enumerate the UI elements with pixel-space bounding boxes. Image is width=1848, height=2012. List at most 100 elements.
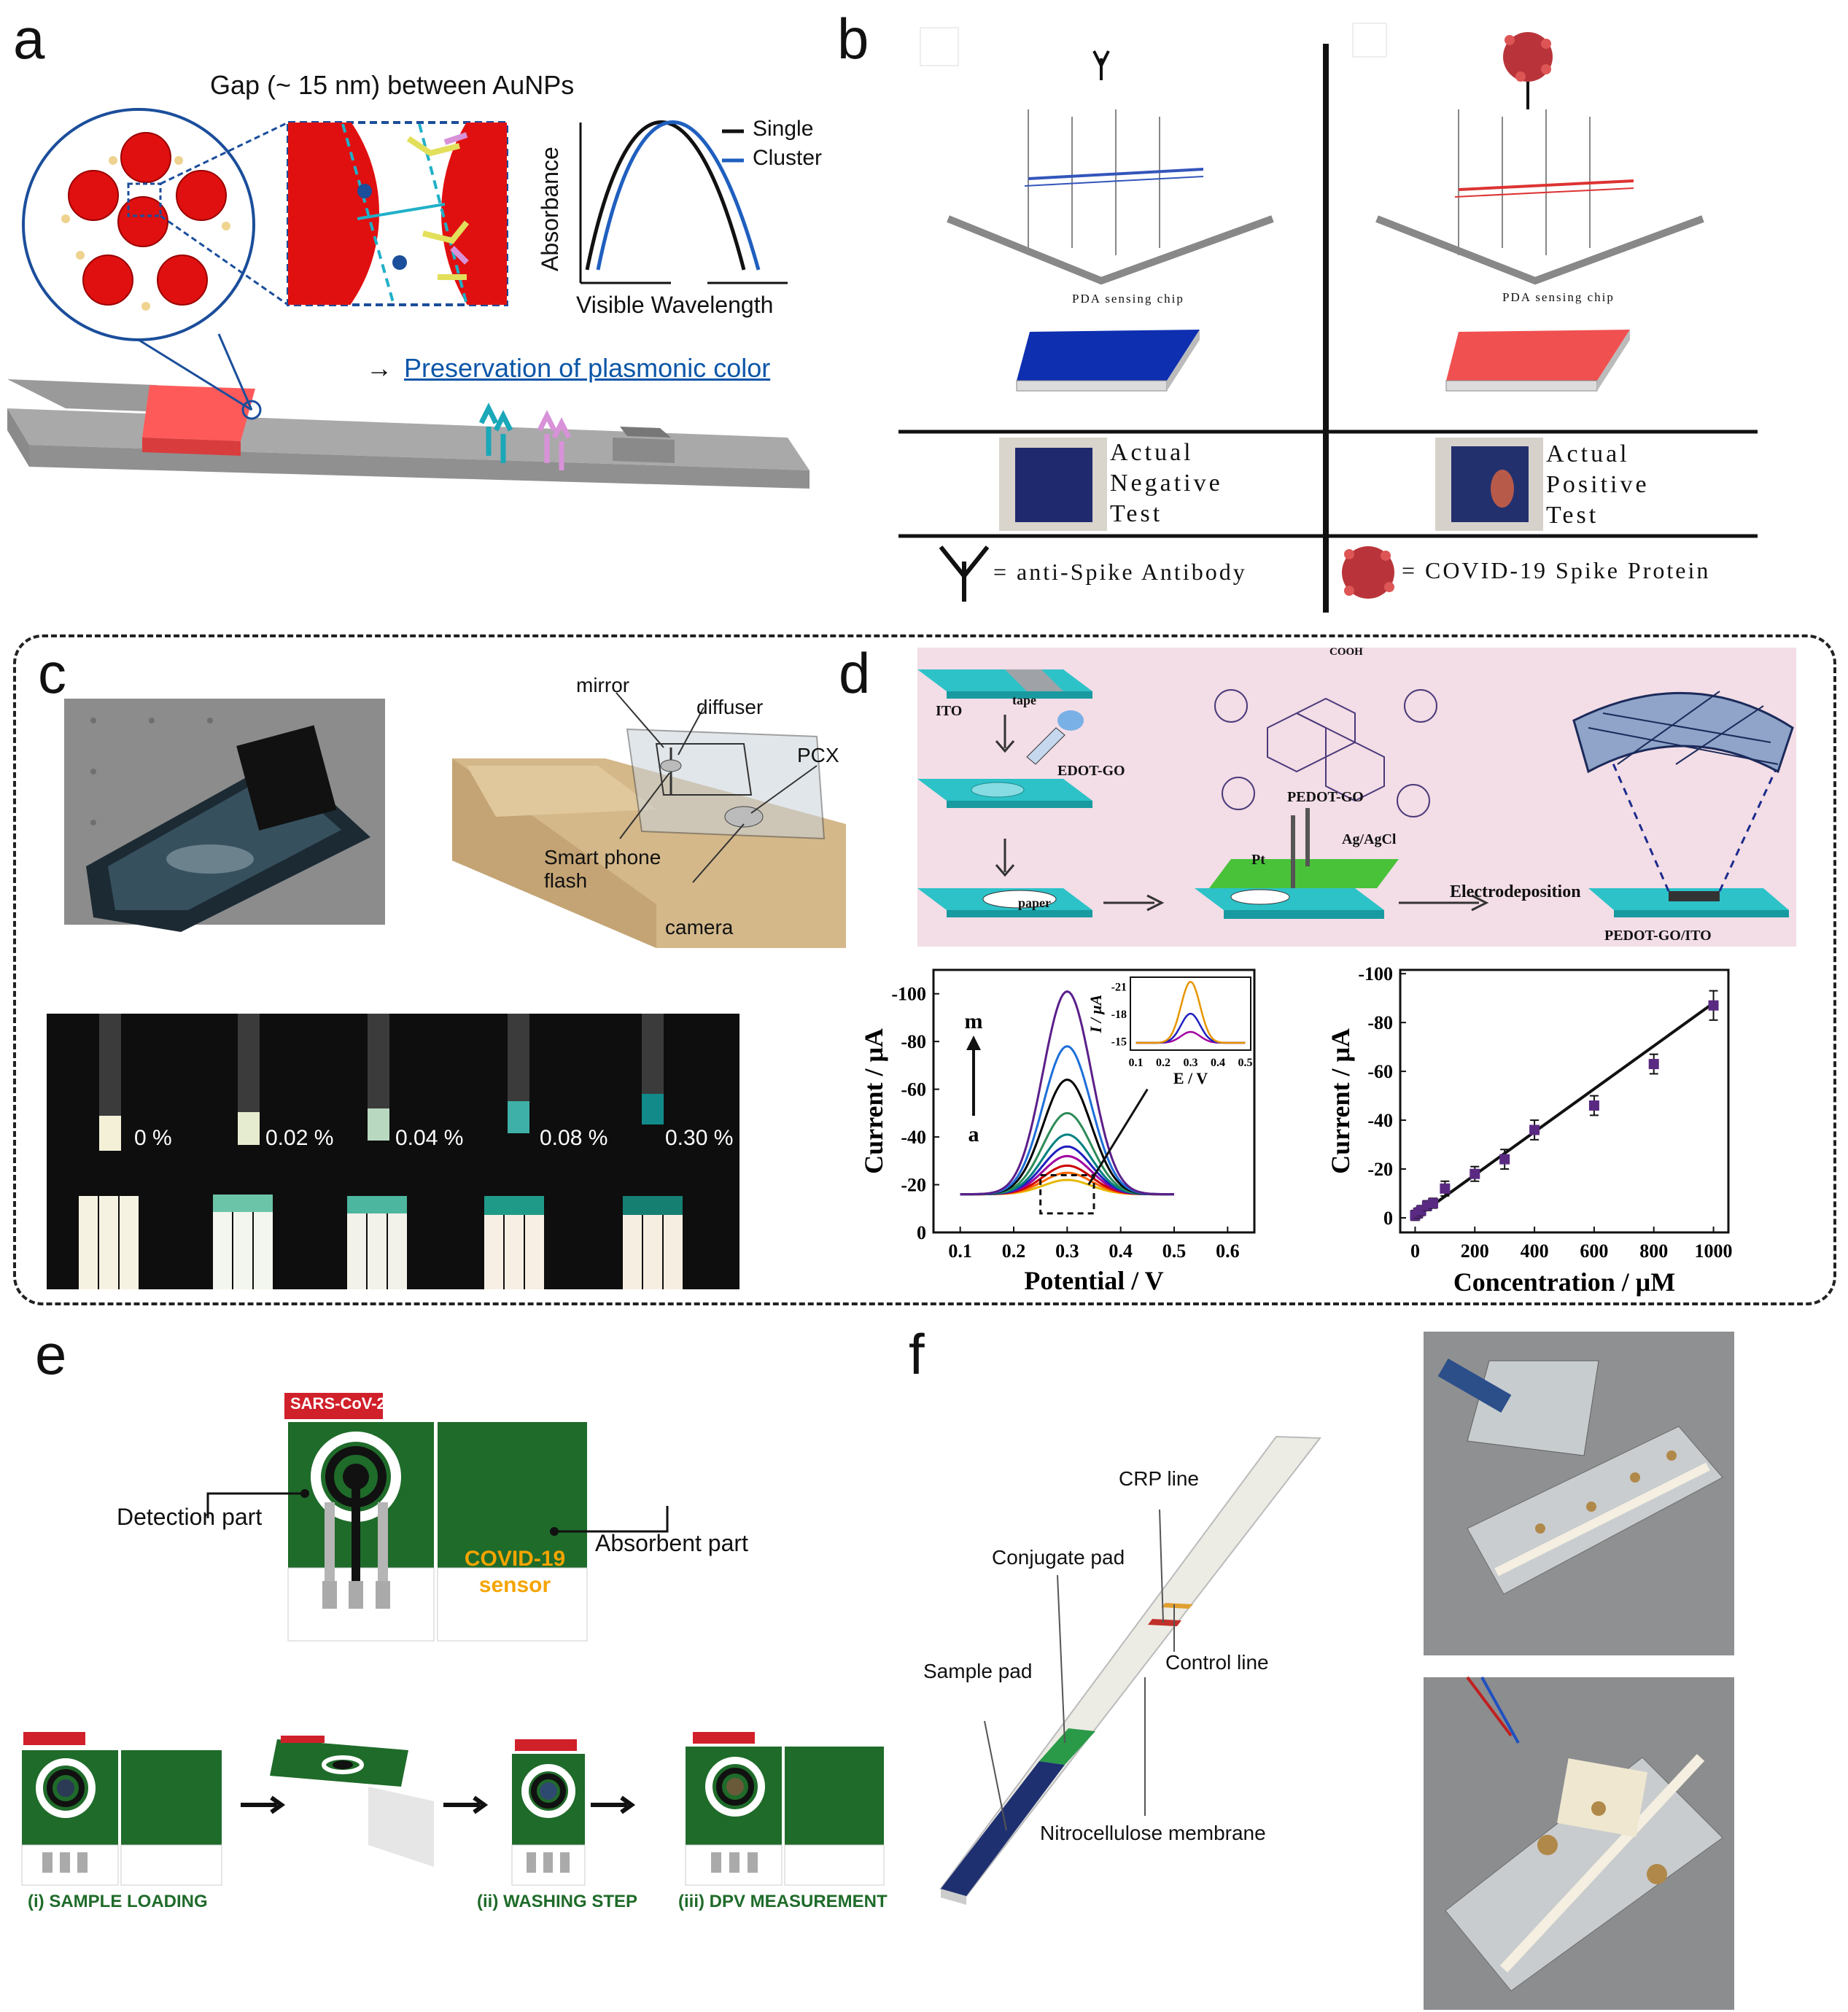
dpv-ytick-label: -80 [901, 1031, 926, 1052]
dpv-plot-frame [932, 968, 1256, 1234]
panel-letter-b: b [837, 7, 869, 71]
calibration-point [1428, 1197, 1438, 1208]
dpv-ytick-label: -20 [901, 1175, 926, 1196]
dpv-inset-ytick-label: -15 [1111, 1036, 1127, 1049]
dpv-series-4 [960, 1145, 1174, 1196]
smartphone-setup-photo [64, 699, 385, 932]
dpv-xtick-label: 0.4 [1109, 1240, 1133, 1262]
cooh-label: COOH [1329, 646, 1363, 658]
preservation-arrow: → [366, 353, 392, 383]
wavelength-axis-label: Visible Wavelength [576, 292, 774, 318]
legend-cluster: Cluster [753, 146, 823, 170]
legend-spike-protein: = COVID-19 Spike Protein [1402, 557, 1711, 583]
calibration-point [1648, 1059, 1659, 1070]
positive-test-line-1: Actual [1546, 440, 1630, 467]
calibration-ytick-label: -60 [1367, 1061, 1393, 1082]
calibration-point [1529, 1125, 1540, 1135]
dpv-label-a: a [968, 1122, 979, 1146]
diffuser-label: diffuser [696, 696, 764, 718]
dpv-ytick-label: -100 [891, 984, 926, 1005]
dpv-inset-ytick-label: -18 [1111, 1009, 1127, 1021]
positive-test-line-3: Test [1546, 502, 1599, 529]
calibration-plot-frame [1399, 968, 1730, 1234]
calibration-xtick-label: 400 [1521, 1240, 1549, 1262]
covid-sensor-text: COVID-19 sensor [464, 1546, 566, 1599]
pcx-label: PCX [797, 744, 839, 766]
percent-label-0: 0 % [134, 1126, 172, 1150]
positive-test-label: Actual Positive Test [1546, 439, 1650, 531]
edot-go-label: EDOT-GO [1057, 763, 1125, 779]
calibration-ylabel: Current / μA [1326, 1028, 1355, 1174]
negative-test-line-2: Negative [1110, 470, 1223, 497]
calibration-point [1588, 1100, 1599, 1111]
panel-letter-c: c [38, 641, 66, 705]
colorimetric-strips-photo [47, 1014, 739, 1289]
dpv-series-9 [960, 990, 1174, 1196]
mirror-label: mirror [576, 674, 630, 696]
crp-line-label: CRP line [1119, 1467, 1199, 1490]
legend-antibody: = anti-Spike Antibody [993, 559, 1247, 585]
dpv-xtick-label: 0.3 [1055, 1240, 1079, 1262]
calibration-point [1470, 1168, 1480, 1179]
calibration-xtick-label: 200 [1461, 1240, 1489, 1262]
calibration-xtick-label: 600 [1580, 1240, 1608, 1262]
positive-test-line-2: Positive [1546, 471, 1650, 498]
dpv-series-1 [960, 1171, 1174, 1196]
dpv-inset-series-2 [1135, 980, 1246, 1044]
sample-pad-label: Sample pad [923, 1660, 1033, 1682]
calibration-ytick-label: -100 [1358, 963, 1393, 984]
camera-label: camera [665, 916, 734, 939]
dpv-xtick-label: 0.1 [948, 1240, 972, 1262]
pedot-go-label: PEDOT-GO [1287, 789, 1364, 805]
dpv-inset-xtick-label: 0.1 [1129, 1057, 1144, 1069]
dpv-zoom-pointer [1087, 1088, 1149, 1186]
calibration-point [1499, 1154, 1510, 1165]
dpv-ytick-label: -60 [901, 1079, 926, 1100]
preservation-caption: Preservation of plasmonic color [404, 353, 771, 383]
detection-part-label: Detection part [117, 1504, 263, 1530]
dpv-inset-xtick-label: 0.4 [1211, 1057, 1225, 1069]
dpv-ylabel: Current / μA [859, 1028, 888, 1174]
dpv-inset-xtick-label: 0.3 [1184, 1057, 1198, 1069]
panel-letter-a: a [13, 7, 45, 71]
covid-sensor-line-1: COVID-19 [464, 1547, 566, 1571]
smartphone-flash-line-2: flash [544, 869, 588, 892]
dpv-inset-xtick-label: 0.5 [1238, 1057, 1253, 1069]
percent-label-4: 0.30 % [665, 1126, 734, 1150]
negative-test-line-1: Actual [1110, 439, 1194, 466]
dpv-series-6 [960, 1111, 1174, 1196]
absorbent-part-label: Absorbent part [595, 1530, 748, 1556]
dpv-xtick-label: 0.6 [1216, 1240, 1240, 1262]
dpv-series-5 [960, 1133, 1174, 1196]
nanoparticle-cluster-illustration [7, 108, 810, 489]
panel-letter-f: f [909, 1322, 925, 1386]
dpv-label-m: m [965, 1009, 983, 1033]
calibration-ytick-label: -40 [1367, 1110, 1393, 1131]
panel-letter-e: e [35, 1322, 67, 1386]
negative-test-label: Actual Negative Test [1110, 438, 1223, 529]
panel-c-d-frame [13, 634, 1836, 1305]
step-dpv-measurement: (iii) DPV MEASUREMENT [678, 1892, 888, 1911]
dpv-inset-ytick-label: -21 [1111, 982, 1127, 994]
calibration-ytick-label: 0 [1383, 1208, 1393, 1229]
calibration-ytick-label: -80 [1367, 1012, 1393, 1033]
calibration-fit-line [1414, 1001, 1715, 1219]
pedot-go-ito-label: PEDOT-GO/ITO [1604, 928, 1712, 944]
calibration-xtick-label: 0 [1410, 1240, 1420, 1262]
paper-label: paper [1018, 896, 1051, 910]
dpv-trend-arrowhead [966, 1036, 981, 1050]
covid-sensor-line-2: sensor [478, 1573, 551, 1597]
dpv-inset-xlabel: E / V [1173, 1069, 1208, 1087]
calibration-xlabel: Concentration / μM [1453, 1267, 1675, 1297]
dpv-xtick-label: 0.2 [1002, 1240, 1026, 1262]
calibration-xtick-label: 800 [1639, 1240, 1668, 1262]
chip-label-right: PDA sensing chip [1502, 290, 1615, 304]
dpv-inset-xtick-label: 0.2 [1156, 1057, 1170, 1069]
step-washing: (ii) WASHING STEP [477, 1892, 638, 1911]
ag-agcl-label: Ag/AgCl [1342, 831, 1397, 847]
percent-label-2: 0.04 % [395, 1126, 464, 1150]
pt-electrode-label: Pt [1251, 852, 1265, 868]
percent-label-3: 0.08 % [540, 1126, 608, 1150]
electrodeposition-label: Electrodeposition [1450, 882, 1581, 901]
smartphone-flash-label: Smart phone flash [544, 846, 661, 893]
